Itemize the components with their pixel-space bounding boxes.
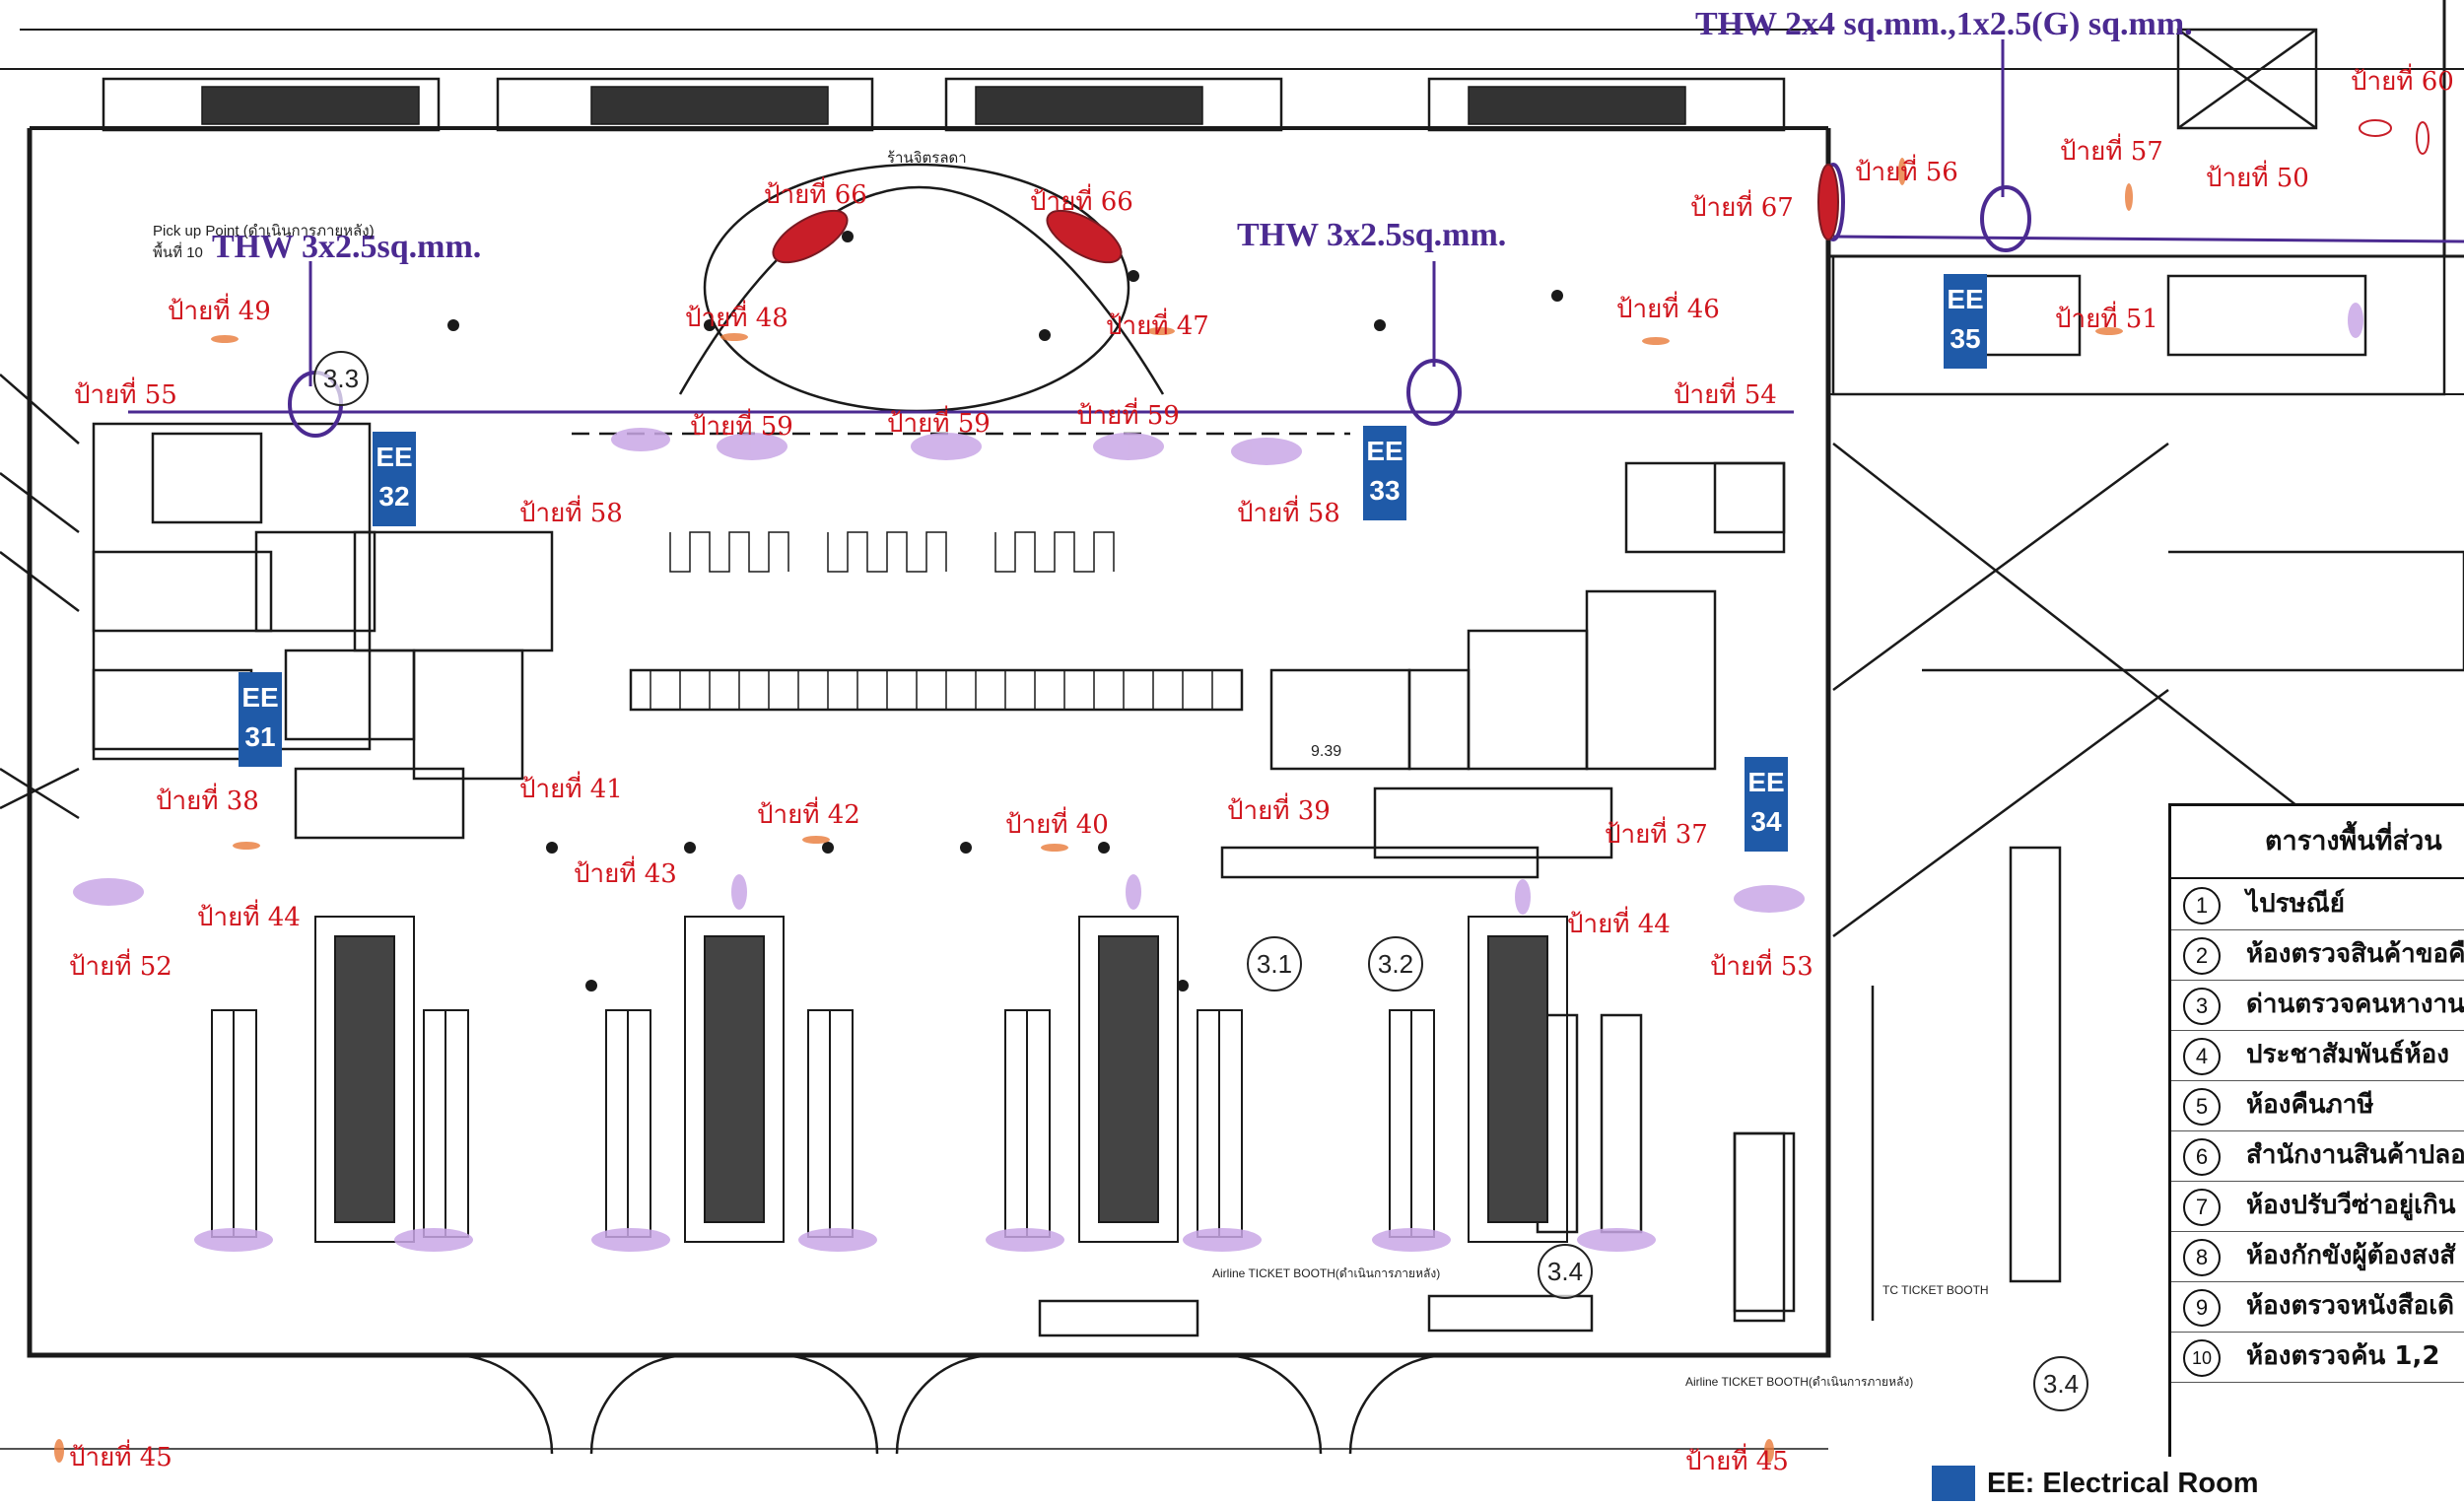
table-row: 4 ประชาสัมพันธ์ห้อง xyxy=(2171,1030,2464,1081)
row-name: สำนักงานสินค้าปลอ xyxy=(2246,1140,2464,1170)
sign-label: ป้ายที่ 59 xyxy=(690,412,793,442)
sign-label: ป้ายที่ 45 xyxy=(1685,1447,1789,1476)
ee-prefix: EE xyxy=(241,682,279,713)
ee-prefix: EE xyxy=(1366,436,1403,466)
sign-label: ป้ายที่ 50 xyxy=(2206,164,2309,193)
area-table: ตารางพื้นที่ส่วน 1 ไปรษณีย์ 2 ห้องตรวจสิ… xyxy=(2168,803,2464,1457)
ee-number: 34 xyxy=(1750,806,1782,837)
sign-label: ป้ายที่ 44 xyxy=(1567,910,1671,939)
cable-label-center: THW 3x2.5sq.mm. xyxy=(1237,217,1507,253)
row-number: 10 xyxy=(2183,1339,2221,1377)
sign-label: ป้ายที่ 38 xyxy=(156,787,259,816)
shop-label: ร้านจิตรลดา xyxy=(887,150,967,167)
ee-number: 33 xyxy=(1369,475,1401,506)
sign-label: ป้ายที่ 66 xyxy=(1030,187,1133,217)
electrical-room-ee33: EE 33 xyxy=(1363,426,1406,520)
row-name: ห้องตรวจหนังสือเดิ xyxy=(2246,1291,2454,1321)
row-name: ไปรษณีย์ xyxy=(2246,889,2346,919)
sign-label: ป้ายที่ 37 xyxy=(1605,820,1708,850)
electrical-room-ee34: EE 34 xyxy=(1745,757,1788,852)
sign-label: ป้ายที่ 59 xyxy=(887,409,991,439)
ee-legend-swatch xyxy=(1932,1466,1975,1501)
row-name: ด่านตรวจคนหางาน xyxy=(2246,990,2464,1019)
sign-label: ป้ายที่ 43 xyxy=(574,859,677,889)
sign-label: ป้ายที่ 51 xyxy=(2055,305,2158,334)
zone-marker: 3.1 xyxy=(1247,936,1302,992)
row-name: ห้องตรวจสินค้าขอคื xyxy=(2246,939,2464,969)
zone-marker: 3.2 xyxy=(1368,936,1423,992)
sign-label: ป้ายที่ 39 xyxy=(1227,796,1331,826)
sign-label: ป้ายที่ 48 xyxy=(685,304,788,333)
table-row: 10 ห้องตรวจค้น 1,2 xyxy=(2171,1332,2464,1383)
cable-label-top: THW 2x4 sq.mm.,1x2.5(G) sq.mm. xyxy=(1695,6,2193,42)
sign-label: ป้ายที่ 58 xyxy=(1237,499,1340,528)
row-name: ประชาสัมพันธ์ห้อง xyxy=(2246,1040,2449,1069)
sign-label: ป้ายที่ 67 xyxy=(1690,193,1794,223)
row-number: 7 xyxy=(2183,1189,2221,1226)
row-number: 4 xyxy=(2183,1038,2221,1075)
row-number: 3 xyxy=(2183,988,2221,1025)
zone-marker: 3.3 xyxy=(313,351,369,406)
table-row: 1 ไปรษณีย์ xyxy=(2171,879,2464,930)
sign-label: ป้ายที่ 47 xyxy=(1106,311,1209,341)
pickup-point-label: Pick up Point (ดำเนินการภายหลัง) xyxy=(153,223,375,239)
zone-marker: 3.4 xyxy=(2033,1356,2088,1411)
electrical-room-ee35: EE 35 xyxy=(1944,274,1987,369)
sign-label: ป้ายที่ 45 xyxy=(69,1443,172,1472)
sign-label: ป้ายที่ 52 xyxy=(69,952,172,982)
sign-label: ป้ายที่ 56 xyxy=(1855,158,1958,187)
row-number: 5 xyxy=(2183,1088,2221,1126)
row-number: 9 xyxy=(2183,1289,2221,1327)
sign-label: ป้ายที่ 59 xyxy=(1076,401,1180,431)
sign-label: ป้ายที่ 53 xyxy=(1710,952,1814,982)
table-row: 8 ห้องกักขังผู้ต้องสงสั xyxy=(2171,1231,2464,1282)
sign-label: ป้ายที่ 42 xyxy=(757,800,860,830)
sign-label: ป้ายที่ 40 xyxy=(1005,810,1109,840)
table-row: 7 ห้องปรับวีซ่าอยู่เกิน xyxy=(2171,1181,2464,1232)
pickup-point-sublabel: พื้นที่ 10 xyxy=(153,244,203,261)
ee-number: 32 xyxy=(378,481,410,512)
row-number: 8 xyxy=(2183,1239,2221,1276)
zone-marker: 3.4 xyxy=(1538,1244,1593,1299)
ee-prefix: EE xyxy=(1947,284,1984,314)
sign-label: ป้ายที่ 66 xyxy=(764,180,867,210)
sign-label: ป้ายที่ 57 xyxy=(2060,137,2163,167)
sign-label: ป้ายที่ 54 xyxy=(1674,380,1777,410)
table-row: 5 ห้องคืนภาษี xyxy=(2171,1080,2464,1131)
ee-prefix: EE xyxy=(1747,767,1785,797)
table-row: 3 ด่านตรวจคนหางาน xyxy=(2171,980,2464,1031)
ee-number: 31 xyxy=(244,721,276,752)
row-name: ห้องกักขังผู้ต้องสงสั xyxy=(2246,1241,2456,1270)
area-table-title: ตารางพื้นที่ส่วน xyxy=(2171,806,2464,879)
row-name: ห้องตรวจค้น 1,2 xyxy=(2246,1341,2440,1371)
ee-prefix: EE xyxy=(376,442,413,472)
sign-label: ป้ายที่ 60 xyxy=(2351,67,2454,97)
electrical-room-ee32: EE 32 xyxy=(373,432,416,526)
ee-number: 35 xyxy=(1950,323,1981,354)
sign-label: ป้ายที่ 55 xyxy=(74,380,177,410)
cable-label-left: THW 3x2.5sq.mm. xyxy=(212,229,482,265)
airline-booth-label: Airline TICKET BOOTH(ดำเนินการภายหลัง) xyxy=(1685,1375,1914,1389)
table-row: 6 สำนักงานสินค้าปลอ xyxy=(2171,1130,2464,1182)
row-number: 1 xyxy=(2183,887,2221,924)
row-name: ห้องคืนภาษี xyxy=(2246,1090,2374,1120)
ee-legend-label: EE: Electrical Room xyxy=(1987,1468,2259,1499)
airline-booth-label: Airline TICKET BOOTH(ดำเนินการภายหลัง) xyxy=(1212,1266,1441,1280)
row-name: ห้องปรับวีซ่าอยู่เกิน xyxy=(2246,1191,2456,1220)
row-number: 2 xyxy=(2183,937,2221,975)
table-row: 2 ห้องตรวจสินค้าขอคื xyxy=(2171,929,2464,981)
row-number: 6 xyxy=(2183,1138,2221,1176)
sign-label: ป้ายที่ 49 xyxy=(168,297,271,326)
sign-label: ป้ายที่ 41 xyxy=(519,775,623,804)
dimension-label: 9.39 xyxy=(1311,743,1342,760)
tc-booth-label: TC TICKET BOOTH xyxy=(1882,1283,1989,1297)
table-row: 9 ห้องตรวจหนังสือเดิ xyxy=(2171,1281,2464,1333)
sign-label: ป้ายที่ 44 xyxy=(197,903,301,932)
sign-label: ป้ายที่ 46 xyxy=(1616,295,1720,324)
sign-label: ป้ายที่ 58 xyxy=(519,499,623,528)
electrical-room-ee31: EE 31 xyxy=(239,672,282,767)
